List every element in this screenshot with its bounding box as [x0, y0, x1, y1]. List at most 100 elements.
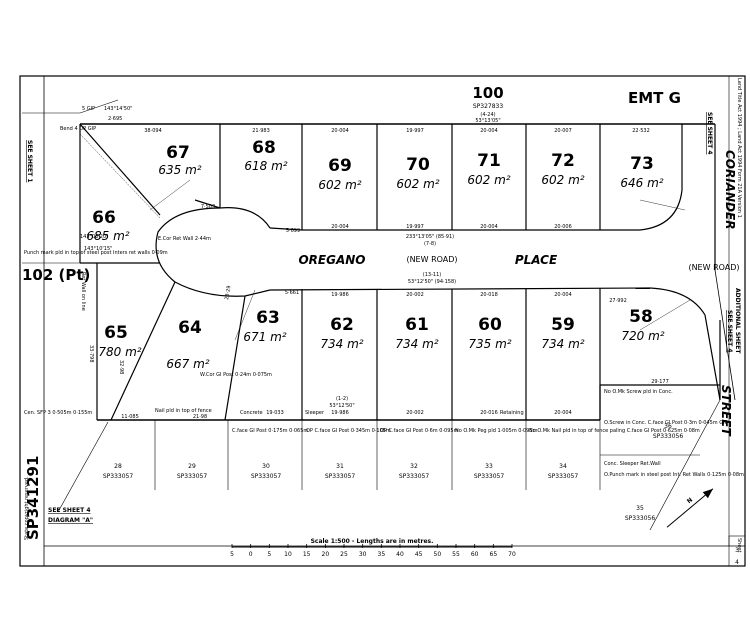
note-sleeper: Sleeper — [305, 410, 325, 416]
dim-19986b: 19·986 — [331, 410, 349, 416]
lot-65-area: 780 m² — [98, 345, 141, 359]
note-cfgp2: OP C.face GI Post 0·345m 0·105m — [306, 428, 391, 434]
note-ecor: E.Cor Ret Wall 2·44m — [158, 236, 211, 242]
lot-63-area: 671 m² — [243, 330, 286, 344]
north-label: N — [686, 497, 694, 506]
lower-lot-28-sp: SP333057 — [103, 473, 134, 480]
dim-20007: 20·007 — [554, 128, 572, 134]
lower-lot-36: 36 — [664, 423, 672, 430]
plan-frame — [19, 75, 746, 567]
road-place: PLACE — [515, 253, 558, 267]
scale-tick-label: 30 — [359, 551, 367, 558]
lower-lot-30: 30 — [262, 463, 270, 470]
lot-69-number: 69 — [328, 156, 352, 176]
scale-label: Scale 1:500 - Lengths are in metres. — [311, 538, 434, 545]
dim-2329: 23·29 — [224, 285, 232, 300]
header-note: Land Title Act 1994 ; Land Act 1994 Form… — [736, 78, 742, 218]
radial-4 — [639, 299, 691, 331]
note-oscrew: O.Screw in Conc. C.face GI Post 0·3m 0·0… — [604, 420, 728, 426]
dim-20004c: 20·004 — [331, 224, 349, 230]
lower-lot-28: 28 — [114, 463, 122, 470]
dim-5661: 5·661 — [285, 290, 299, 296]
sheet-label: Sheet — [736, 538, 742, 552]
bearing-bottom: 53°12'50" — [329, 403, 354, 409]
radial-5 — [639, 199, 686, 211]
parcel-100-bearing: 53°13'05" — [475, 118, 500, 124]
note-punch: Punch mark pld in top of steel post Inte… — [24, 250, 168, 256]
lot-73-number: 73 — [630, 154, 654, 174]
dim-20006: 20·006 — [554, 224, 572, 230]
scale-tick-label: 50 — [434, 551, 442, 558]
lot-64-63-boundary — [224, 295, 246, 421]
lot-60-number: 60 — [478, 315, 502, 335]
additional-sheet: ADDITIONAL SHEET — [734, 288, 741, 354]
cul-de-sac-arc — [155, 207, 271, 297]
dim-2198: 21·98 — [193, 414, 207, 420]
bearing-mid-top-code: (7-8) — [424, 241, 436, 247]
emt-label: EMT G — [628, 89, 681, 107]
note-cfgp3: OP C.face GI Post 0·6m 0·095m — [380, 428, 459, 434]
dim-20004a: 20·004 — [331, 128, 349, 134]
lower-lot-34: 34 — [559, 463, 567, 470]
note-ret-wall: Ret Wall on line — [80, 272, 86, 311]
lower-lot-34-sp: SP333057 — [548, 473, 579, 480]
dim-20004e: 20·004 — [554, 292, 572, 298]
lot-67-south-line — [194, 199, 221, 209]
dim-11085: 11·085 — [121, 414, 139, 420]
radial-2 — [149, 179, 191, 211]
sheet-number: 3 — [735, 547, 739, 554]
copyright: State copyright reserved. — [24, 476, 30, 540]
scale-tick-label: 40 — [396, 551, 404, 558]
dim-20002a: 20·002 — [406, 292, 424, 298]
road-new-road-right: (NEW ROAD) — [688, 263, 739, 272]
dim-38094: 38·094 — [144, 128, 162, 134]
bearing-mid-bot: 53°12'50" (94·158) — [408, 279, 456, 285]
top-left-ray — [79, 99, 119, 114]
lot-61-area: 734 m² — [395, 337, 438, 351]
north-arrow-icon: N — [666, 488, 714, 528]
lower-lot-30-sp: SP333057 — [251, 473, 282, 480]
road-coriander: CORIANDER — [723, 150, 737, 229]
lot-73-corner — [639, 124, 683, 231]
note-ret-wall-conc: Conc. Sleeper Ret.Wall — [604, 461, 661, 467]
note-nomk3: No O.Mk Screw pld in Conc. — [604, 389, 673, 395]
lot-65-64-boundary — [110, 281, 176, 421]
scale-tick-label: 45 — [415, 551, 423, 558]
note-nail-fence: Nail pld in top of fence — [155, 408, 212, 414]
scale-tick-label: 60 — [471, 551, 479, 558]
lot-71-number: 71 — [477, 151, 501, 171]
diagonal-se — [649, 399, 721, 531]
lower-lot-35: 35 — [636, 505, 644, 512]
lot-59-area: 734 m² — [541, 337, 584, 351]
lot-69-area: 602 m² — [318, 178, 361, 192]
lot-67-west-line — [79, 123, 161, 216]
lot-65-number: 65 — [104, 323, 128, 343]
lower-lot-31: 31 — [336, 463, 344, 470]
scale-tick-label: 35 — [378, 551, 386, 558]
lower-lot-33-sp: SP333057 — [474, 473, 505, 480]
lower-lot-32-sp: SP333057 — [399, 473, 430, 480]
lot-66-area: 685 m² — [86, 229, 129, 243]
scale-tick-label: 65 — [490, 551, 498, 558]
note-b3: 143°10'15" — [84, 246, 112, 252]
sheet-box — [728, 535, 746, 567]
bearing-mid-bot-code: (13-11) — [423, 272, 441, 278]
scale-tick-label: 25 — [340, 551, 348, 558]
lower-lot-29-sp: SP333057 — [177, 473, 208, 480]
lot-64-area: 667 m² — [166, 357, 209, 371]
lot-67-number: 67 — [166, 143, 190, 163]
parcel-100-number: 100 — [472, 84, 503, 102]
dim-21983: 21·983 — [252, 128, 270, 134]
diagonal-sw — [57, 421, 109, 513]
see-sheet-4-right: SEE SHEET 4 — [726, 310, 733, 353]
lot-72-number: 72 — [551, 151, 575, 171]
note-nomk2: No O.Mk Nail pld in top of fence paling … — [529, 428, 700, 434]
lot-58-corner — [649, 287, 721, 401]
lot-59-number: 59 — [551, 315, 575, 335]
scale-tick-label: 55 — [452, 551, 460, 558]
parcel-102: 102 (Pt) — [22, 266, 90, 284]
note-2695: 2·695 — [108, 116, 122, 122]
bearing-bottom-code: (1-2) — [336, 396, 348, 402]
scale-tick-label: 10 — [284, 551, 292, 558]
